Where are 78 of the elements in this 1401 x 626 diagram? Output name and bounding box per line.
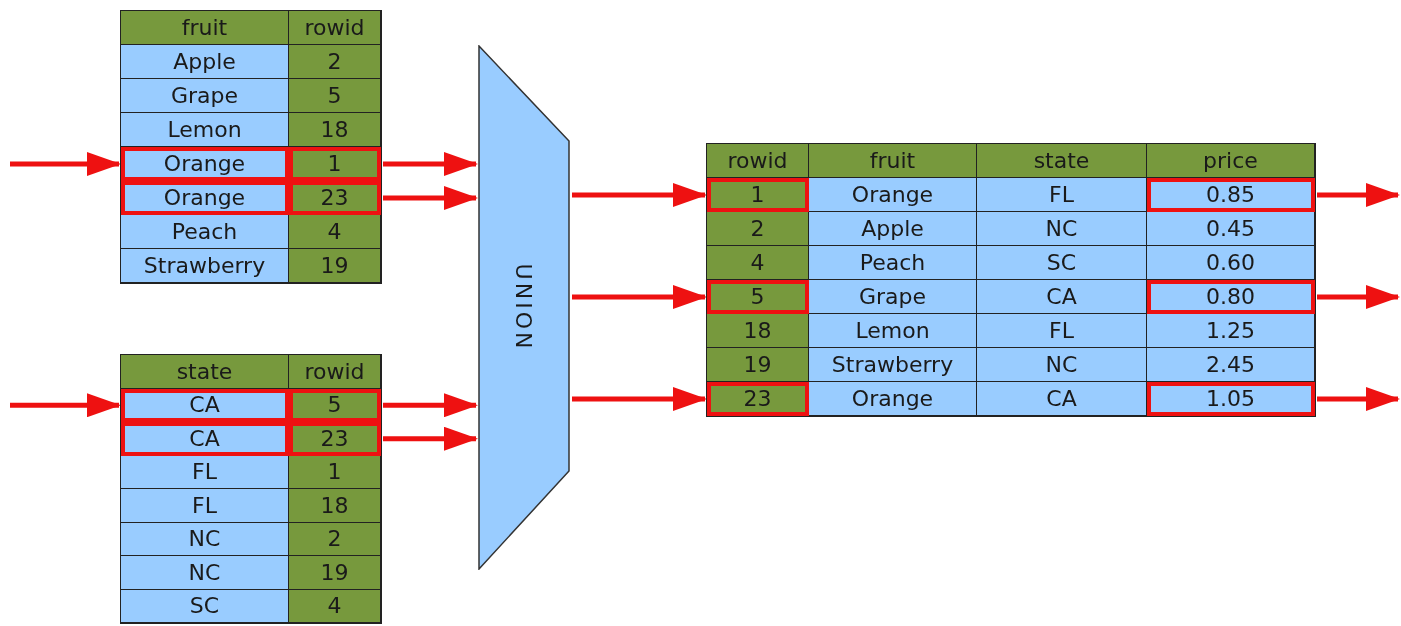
table-cell: 0.60 (1147, 246, 1315, 280)
table-cell: NC (977, 212, 1147, 246)
table-cell: 2 (289, 45, 381, 79)
table-cell: 1.25 (1147, 314, 1315, 348)
highlighted-cell: CA (121, 388, 289, 422)
arrow (383, 186, 478, 210)
table-cell: FL (977, 314, 1147, 348)
table-cell: FL (121, 455, 289, 489)
arrow (572, 285, 707, 309)
header-cell: rowid (289, 355, 381, 389)
arrow (572, 183, 707, 207)
table-cell: CA (977, 382, 1147, 416)
table-cell: 2.45 (1147, 348, 1315, 382)
highlighted-cell: Orange (121, 147, 289, 181)
arrow (1317, 387, 1400, 411)
table-cell: Apple (121, 45, 289, 79)
table-cell: 19 (289, 556, 381, 590)
table-cell: 1 (289, 455, 381, 489)
table-cell: 19 (289, 249, 381, 283)
highlighted-cell: 5 (707, 280, 809, 314)
table-cell: Strawberry (121, 249, 289, 283)
highlighted-cell: 1.05 (1147, 382, 1315, 416)
table-cell: CA (977, 280, 1147, 314)
arrow (1317, 285, 1400, 309)
arrow (383, 393, 478, 418)
table-cell: FL (121, 489, 289, 523)
table-cell: 4 (289, 215, 381, 249)
highlighted-cell: CA (121, 422, 289, 456)
highlighted-cell: 0.85 (1147, 178, 1315, 212)
arrow (383, 426, 478, 451)
header-cell: rowid (289, 11, 381, 45)
table-cell: Apple (809, 212, 977, 246)
table-cell: 2 (707, 212, 809, 246)
table-cell: SC (977, 246, 1147, 280)
table-cell: 2 (289, 522, 381, 556)
table-cell: 4 (707, 246, 809, 280)
arrow (383, 152, 478, 176)
table-cell: Grape (121, 79, 289, 113)
header-cell: fruit (121, 11, 289, 45)
table-cell: 18 (289, 113, 381, 147)
arrow (10, 152, 121, 176)
header-cell: state (121, 355, 289, 389)
table-cell: 4 (289, 589, 381, 623)
table-cell: 19 (707, 348, 809, 382)
table-cell: Grape (809, 280, 977, 314)
highlighted-cell: 23 (289, 181, 381, 215)
highlighted-cell: 0.80 (1147, 280, 1315, 314)
arrow (10, 393, 121, 418)
table-cell: Peach (809, 246, 977, 280)
highlighted-cell: Orange (121, 181, 289, 215)
header-cell: price (1147, 144, 1315, 178)
table-cell: Orange (809, 178, 977, 212)
union-label: UNION (511, 263, 537, 352)
table-cell: Orange (809, 382, 977, 416)
highlighted-cell: 23 (707, 382, 809, 416)
table-cell: 5 (289, 79, 381, 113)
table-cell: Strawberry (809, 348, 977, 382)
arrow (1317, 183, 1400, 207)
table-cell: 0.45 (1147, 212, 1315, 246)
table-cell: 18 (289, 489, 381, 523)
table-cell: Lemon (121, 113, 289, 147)
header-cell: rowid (707, 144, 809, 178)
table-cell: NC (121, 522, 289, 556)
header-cell: fruit (809, 144, 977, 178)
table-cell: FL (977, 178, 1147, 212)
arrow (572, 387, 707, 411)
table-cell: NC (121, 556, 289, 590)
table-cell: 18 (707, 314, 809, 348)
highlighted-cell: 5 (289, 388, 381, 422)
highlighted-cell: 23 (289, 422, 381, 456)
highlighted-cell: 1 (289, 147, 381, 181)
table-cell: SC (121, 589, 289, 623)
table-cell: NC (977, 348, 1147, 382)
highlighted-cell: 1 (707, 178, 809, 212)
table-cell: Peach (121, 215, 289, 249)
table-cell: Lemon (809, 314, 977, 348)
header-cell: state (977, 144, 1147, 178)
union-trapezoid (478, 45, 570, 570)
